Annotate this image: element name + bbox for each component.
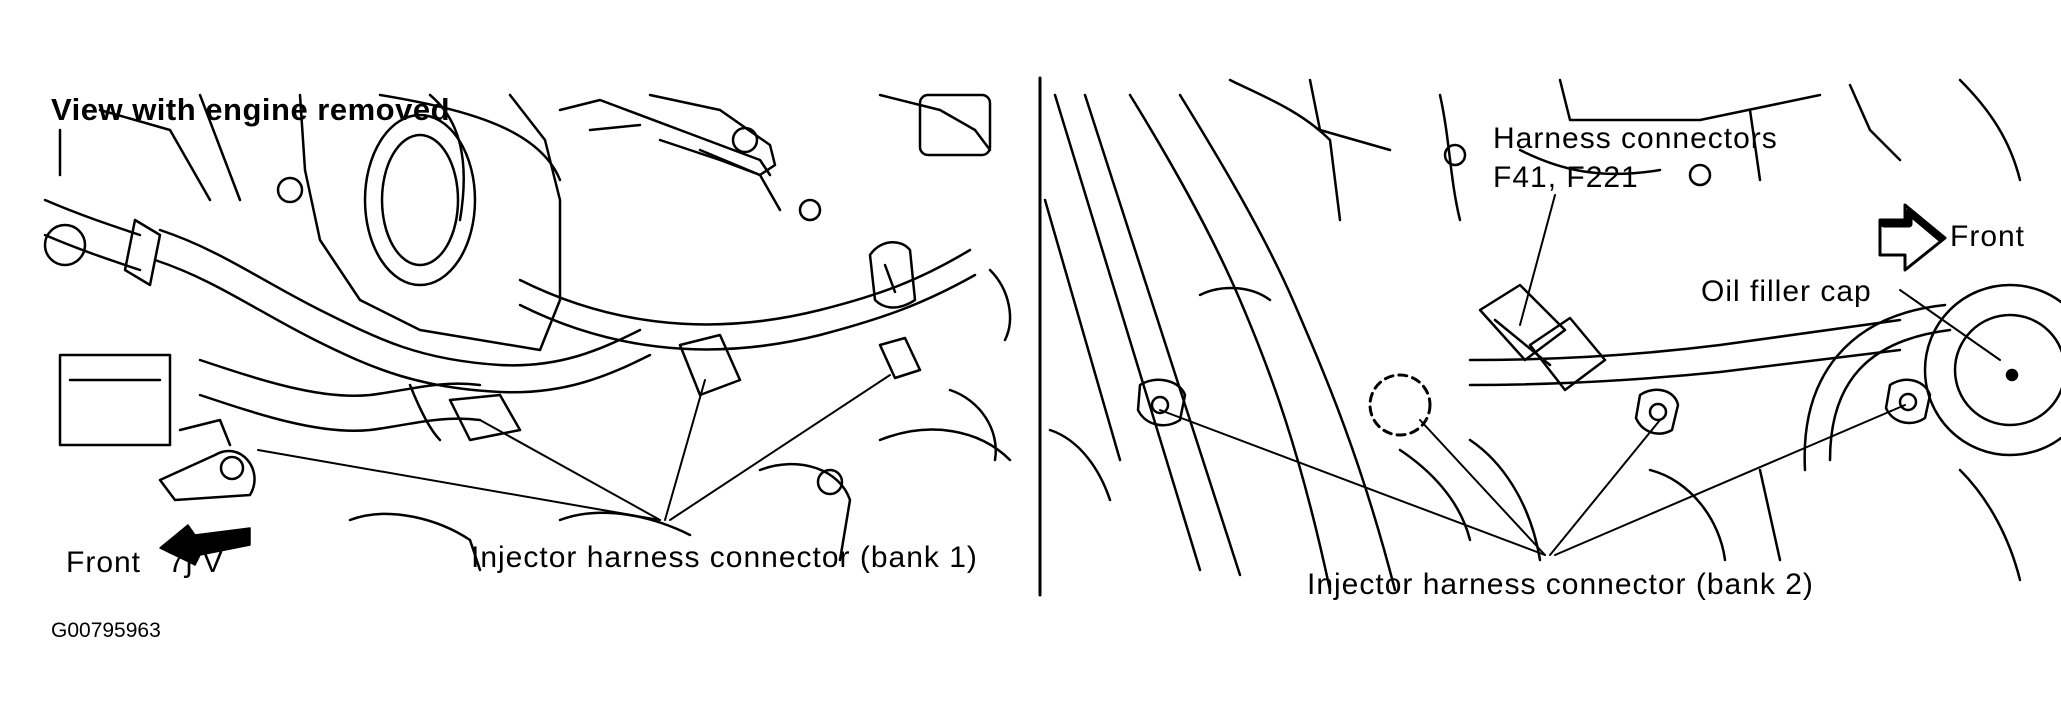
front-arrow-left-icon [159, 524, 251, 566]
harness-connector-f221 [1528, 316, 1607, 392]
right-panel-artwork [1043, 78, 2061, 592]
figure-id: G00795963 [51, 619, 161, 642]
harness-connectors-title: Harness connectors [1493, 122, 1778, 155]
location-dashed-circle [1368, 373, 1432, 437]
oil-filler-cap [1923, 283, 2061, 457]
harness-connector-ids: F41, F221 [1493, 161, 1639, 194]
callout-bank2: Injector harness connector (bank 2) [1307, 568, 1814, 601]
left-panel-artwork [43, 93, 1012, 572]
front-label-left: Front [66, 546, 142, 579]
callout-bank1: Injector harness connector (bank 1) [471, 541, 978, 574]
stamp-mark: 7ʃ V [168, 546, 224, 579]
view-heading: View with engine removed [51, 92, 451, 127]
front-label-right: Front [1950, 220, 2026, 253]
harness-connector-f41 [1478, 283, 1567, 362]
oil-filler-cap-label: Oil filler cap [1701, 275, 1872, 308]
